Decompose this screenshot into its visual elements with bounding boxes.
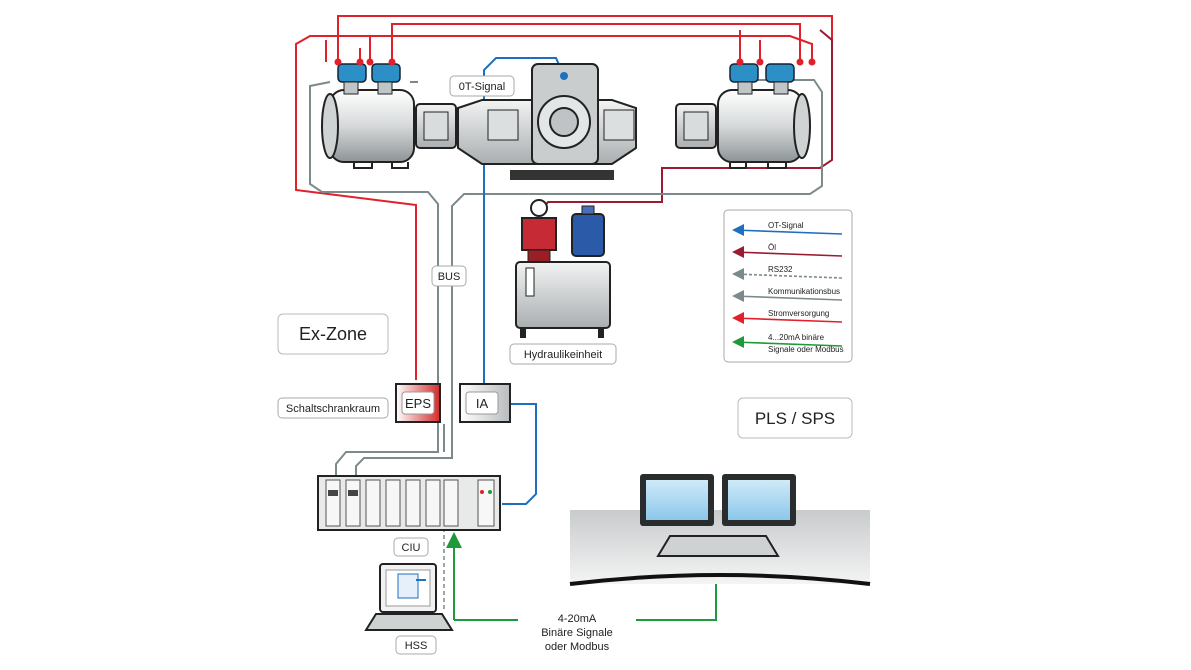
legend-item: OT-Signal [732, 221, 843, 236]
ia-label: IA [476, 396, 489, 411]
ciu-callout: CIU [393, 537, 429, 557]
eps-box: EPS [395, 383, 441, 423]
legend-arrow-icon [732, 246, 744, 258]
switch-cabinet-text: Schaltschrankraum [286, 403, 380, 415]
legend-label: Stromversorgung [768, 309, 829, 318]
ot-signal-text: 0T-Signal [459, 81, 505, 93]
legend-label: OT-Signal [768, 221, 804, 230]
ciu-text: CIU [402, 542, 421, 554]
legend-item: Kommunikationsbus [732, 287, 843, 302]
ot-signal-callout: 0T-Signal [449, 75, 515, 97]
hydraulic-unit [515, 199, 611, 338]
legend-arrow-icon [732, 290, 744, 302]
hss-callout: HSS [395, 635, 437, 655]
legend-line [733, 229, 843, 235]
bus-callout: BUS [431, 265, 467, 287]
legend-items: OT-SignalÖlRS232KommunikationsbusStromve… [732, 221, 844, 354]
pls-sps-text: PLS / SPS [755, 409, 835, 428]
legend-line [733, 317, 843, 323]
legend-arrow-icon [732, 336, 744, 348]
legend-arrow-icon [732, 224, 744, 236]
legend-arrow-icon [732, 268, 744, 280]
legend-line [733, 273, 843, 279]
legend-label: Kommunikationsbus [768, 287, 840, 296]
hss-text: HSS [405, 640, 428, 652]
pls-sps-callout: PLS / SPS [737, 397, 853, 439]
ex-zone-text: Ex-Zone [299, 324, 367, 344]
legend: OT-SignalÖlRS232KommunikationsbusStromve… [723, 209, 853, 363]
signal-text-block: 4-20mA Binäre Signale oder Modbus [518, 608, 636, 656]
compressor [321, 58, 816, 180]
bus-lines [309, 79, 823, 476]
signal-text-line2: Binäre Signale [541, 627, 613, 639]
hss-computer [364, 563, 454, 631]
hydraulic-callout: Hydraulikeinheit [509, 343, 617, 365]
signal-text-line3: oder Modbus [545, 641, 610, 653]
legend-label: 4...20mA binäre [768, 333, 825, 342]
switch-cabinet-callout: Schaltschrankraum [277, 397, 389, 419]
legend-line [733, 295, 843, 301]
legend-item: RS232 [732, 265, 843, 280]
legend-line [733, 341, 843, 347]
eps-label: EPS [405, 396, 431, 411]
legend-label-line2: Signale oder Modbus [768, 345, 844, 354]
ex-zone-callout: Ex-Zone [277, 313, 389, 355]
legend-line [733, 251, 843, 257]
legend-item: Öl [732, 243, 843, 258]
legend-item: Stromversorgung [732, 309, 843, 324]
legend-arrow-icon [732, 312, 744, 324]
ia-box: IA [459, 383, 511, 423]
bus-text: BUS [438, 271, 461, 283]
legend-label: Öl [768, 243, 776, 252]
signal-text-line1: 4-20mA [558, 613, 597, 625]
ciu-rack [317, 475, 501, 531]
hydraulic-text: Hydraulikeinheit [524, 349, 602, 361]
legend-label: RS232 [768, 265, 793, 274]
pls-workstation [569, 474, 871, 586]
